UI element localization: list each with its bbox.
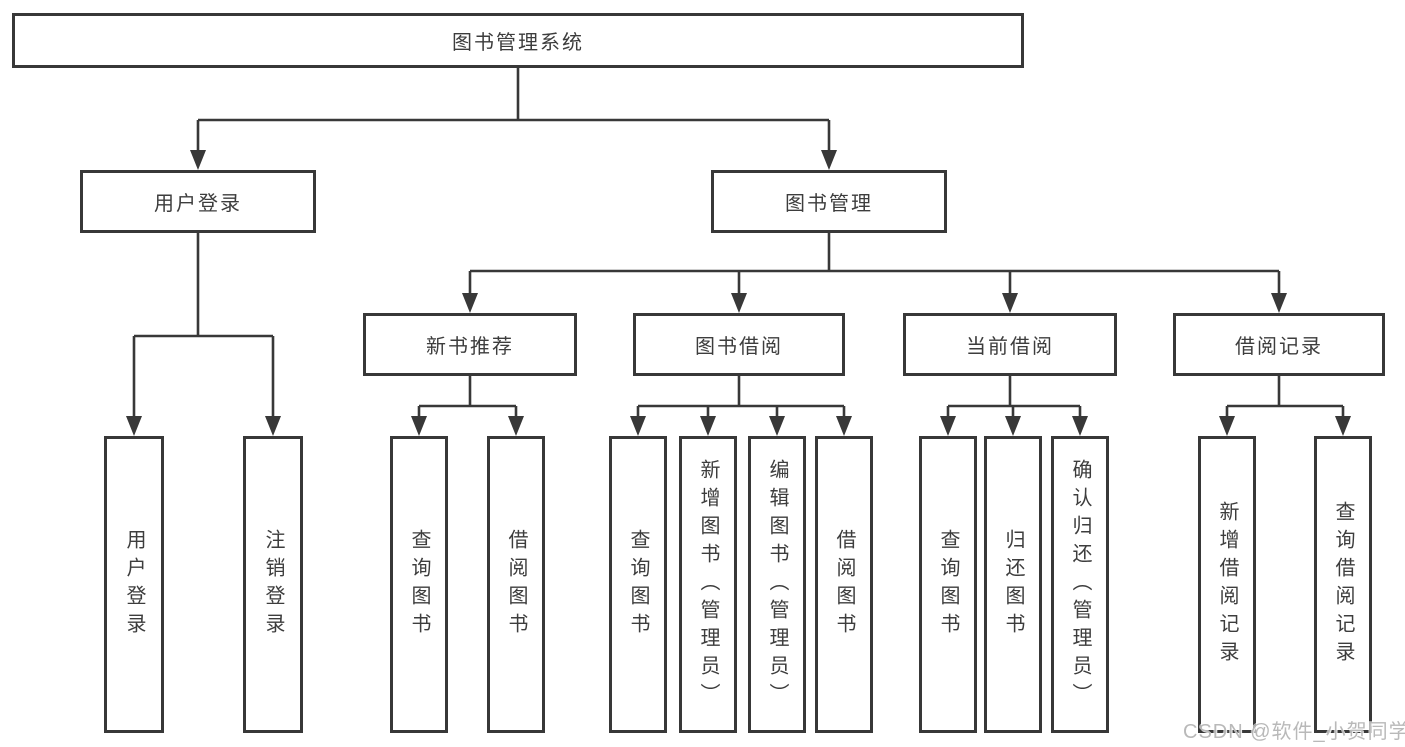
node-bb-borrow-books: 借阅图书 xyxy=(815,436,873,733)
node-label: 归还图书 xyxy=(1002,528,1024,641)
node-cb-confirm-return-admin: 确认归还（管理员） xyxy=(1051,436,1109,733)
node-current-borrowing: 当前借阅 xyxy=(903,313,1117,376)
node-label: 用户登录 xyxy=(154,193,242,215)
connector-records-to-children xyxy=(1219,376,1351,436)
node-library-management-system: 图书管理系统 xyxy=(12,13,1024,68)
connector-root-to-level2 xyxy=(190,68,837,170)
node-label: 查询图书 xyxy=(627,528,649,641)
node-borrow-records: 借阅记录 xyxy=(1173,313,1385,376)
connector-book-mgmt-to-children xyxy=(462,233,1287,313)
node-label: 查询借阅记录 xyxy=(1332,500,1354,669)
node-cb-return-books: 归还图书 xyxy=(984,436,1042,733)
node-nbr-borrow-books: 借阅图书 xyxy=(487,436,545,733)
csdn-watermark: CSDN @软件_小贺同学 xyxy=(1183,721,1405,743)
node-bb-add-books-admin: 新增图书（管理员） xyxy=(679,436,737,733)
node-label: 借阅图书 xyxy=(833,528,855,641)
node-br-add-record: 新增借阅记录 xyxy=(1198,436,1256,733)
node-br-query-record: 查询借阅记录 xyxy=(1314,436,1372,733)
node-label: 新书推荐 xyxy=(426,336,514,358)
connector-current-borrow-to-children xyxy=(940,376,1088,436)
node-label: 编辑图书（管理员） xyxy=(766,458,788,711)
node-bb-query-books: 查询图书 xyxy=(609,436,667,733)
node-label: 用户登录 xyxy=(123,528,145,641)
node-label: 新增借阅记录 xyxy=(1216,500,1238,669)
node-nbr-query-books: 查询图书 xyxy=(390,436,448,733)
node-label: 查询图书 xyxy=(408,528,430,641)
node-label: 图书管理系统 xyxy=(452,32,584,54)
node-user-login-leaf: 用户登录 xyxy=(104,436,164,733)
node-label: 借阅记录 xyxy=(1235,336,1323,358)
connector-book-borrow-to-children xyxy=(630,376,852,436)
connector-user-login-to-children xyxy=(126,233,281,436)
node-label: 新增图书（管理员） xyxy=(697,458,719,711)
node-bb-edit-books-admin: 编辑图书（管理员） xyxy=(748,436,806,733)
node-label: 查询图书 xyxy=(937,528,959,641)
node-label: 确认归还（管理员） xyxy=(1069,458,1091,711)
node-logout: 注销登录 xyxy=(243,436,303,733)
node-label: 当前借阅 xyxy=(966,336,1054,358)
node-label: 图书管理 xyxy=(785,193,873,215)
node-label: 注销登录 xyxy=(262,528,284,641)
node-label: 借阅图书 xyxy=(505,528,527,641)
node-label: 图书借阅 xyxy=(695,336,783,358)
node-book-borrowing: 图书借阅 xyxy=(633,313,845,376)
node-book-management: 图书管理 xyxy=(711,170,947,233)
node-user-login: 用户登录 xyxy=(80,170,316,233)
node-cb-query-books: 查询图书 xyxy=(919,436,977,733)
connector-new-book-to-children xyxy=(411,376,524,436)
node-new-book-recommendation: 新书推荐 xyxy=(363,313,577,376)
